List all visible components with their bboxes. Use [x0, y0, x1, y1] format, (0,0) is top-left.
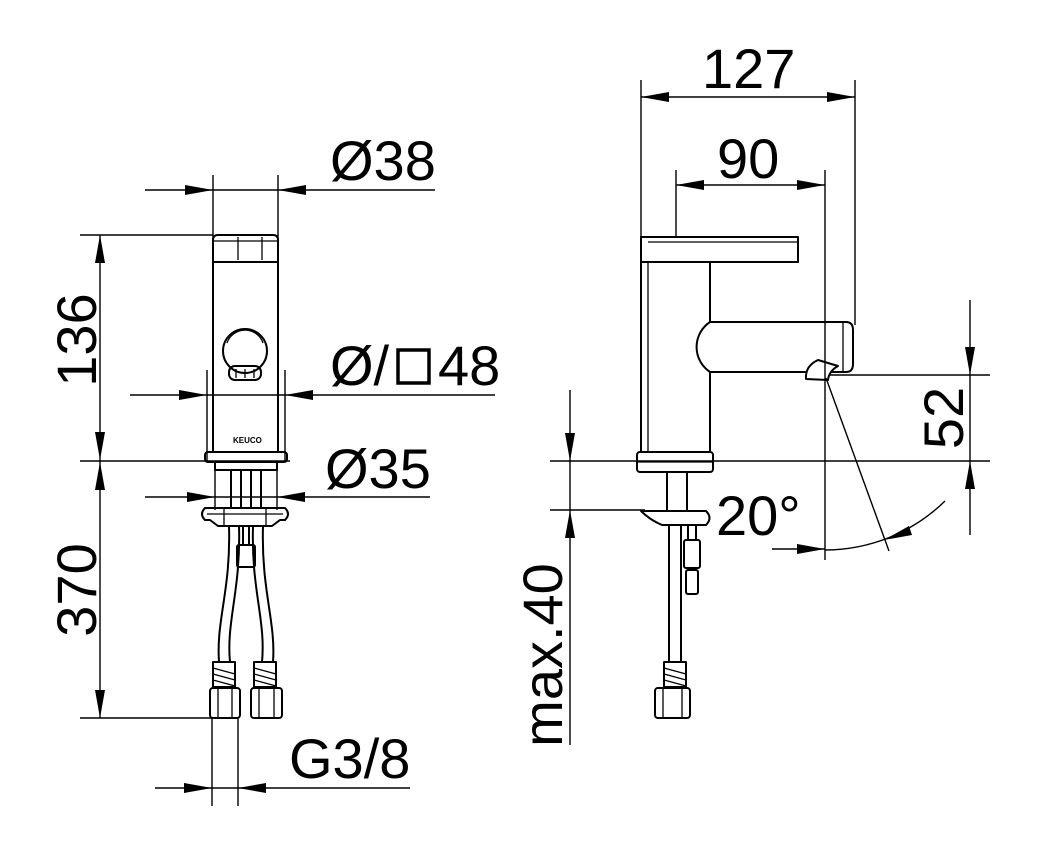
- front-base-collar: [214, 461, 278, 471]
- side-hose-connector: [683, 539, 701, 569]
- side-rod-lower: [687, 525, 697, 540]
- side-aerator: [804, 359, 839, 381]
- front-threaded-rods: [230, 470, 262, 508]
- side-threaded-rod: [666, 472, 688, 511]
- front-lever-cap: [212, 234, 279, 263]
- dim-total-depth: 127: [640, 37, 856, 325]
- front-hex-nut-right-faces: [258, 688, 275, 718]
- front-ferrule-left-hatch: [212, 667, 236, 687]
- side-connector-tip: [685, 569, 699, 595]
- front-hose-connector: [236, 544, 256, 568]
- front-view: KEUCO Ø38: [45, 129, 500, 806]
- dim-body-height-label: 136: [45, 293, 108, 386]
- dim-total-depth-label: 127: [702, 37, 795, 100]
- dim-shank-diameter: Ø35: [145, 437, 431, 510]
- side-mounting-washer: [640, 510, 711, 526]
- side-body-outline: [640, 262, 711, 452]
- side-spout: [695, 321, 854, 373]
- side-hex-nut: [654, 687, 691, 719]
- dim-thread: G3/8: [155, 718, 410, 806]
- front-cap-marks: [213, 237, 278, 260]
- front-hose-left: [217, 525, 241, 663]
- side-lever: [640, 236, 799, 263]
- brand-logo: KEUCO: [233, 436, 262, 445]
- dim-spout-angle-label: 20°: [716, 484, 801, 547]
- side-ferrule-hatch: [663, 667, 687, 687]
- dim-spout-height-label: 52: [912, 387, 975, 449]
- front-center-rod: [242, 526, 250, 545]
- dim-max-counter-thickness-label: max.40: [511, 563, 574, 747]
- dim-hose-length-label: 370: [45, 543, 108, 636]
- dim-top-diameter-label: Ø38: [330, 129, 436, 192]
- dim-spout-height: 52: [550, 300, 990, 535]
- dim-spout-angle: 20°: [716, 377, 946, 554]
- front-nut-detail: [207, 508, 283, 526]
- front-handle-slot: [228, 365, 262, 381]
- front-ferrule-right-hatch: [253, 667, 277, 687]
- front-slot-marks: [235, 369, 255, 378]
- dim-bore-prefix-label: Ø/: [330, 334, 390, 397]
- dim-shank-diameter-label: Ø35: [325, 437, 431, 500]
- front-hex-nut-left-faces: [217, 688, 233, 718]
- front-hex-nut-right: [250, 687, 283, 719]
- dim-vertical-front: 136 370: [45, 234, 290, 719]
- side-faucet-body: [636, 236, 854, 719]
- square-icon: [396, 348, 431, 385]
- front-body-outline: [212, 262, 279, 452]
- dim-bore-size: Ø/ 48: [130, 334, 500, 461]
- dim-spout-reach: 90: [675, 127, 826, 560]
- front-mounting-nut: [201, 507, 289, 527]
- dim-bore-value-label: 48: [438, 334, 500, 397]
- front-hose-right: [251, 525, 275, 663]
- dim-spout-reach-label: 90: [717, 127, 779, 190]
- front-faucet-body: KEUCO: [201, 234, 289, 719]
- side-view: 127 90 52 max.40 20°: [511, 37, 990, 747]
- side-hex-nut-faces: [662, 688, 683, 718]
- dim-max-counter-thickness: max.40: [511, 390, 645, 747]
- front-handle-detail: [226, 329, 264, 344]
- dim-thread-label: G3/8: [289, 727, 410, 790]
- side-hose: [668, 525, 682, 662]
- dim-top-diameter: Ø38: [145, 129, 436, 240]
- front-hex-nut-left: [209, 687, 241, 719]
